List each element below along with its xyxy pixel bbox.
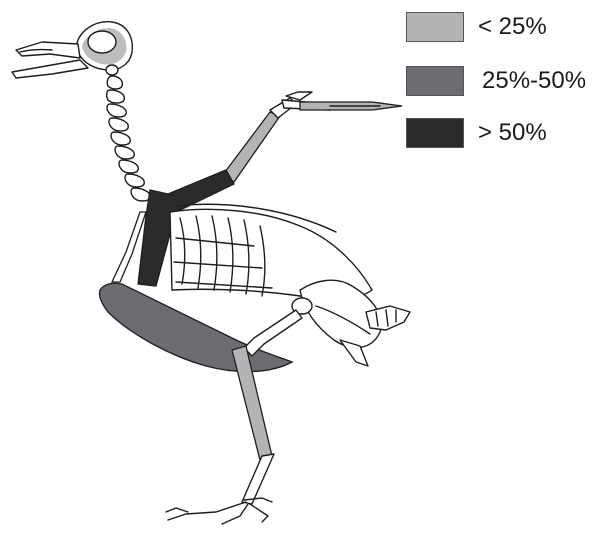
legend: < 25% 25%-50% > 50% (406, 12, 601, 152)
legend-label-high: > 50% (478, 118, 547, 148)
skull (12, 22, 132, 78)
sternum-keel (99, 283, 292, 371)
wing (222, 92, 402, 182)
legend-label-medium: 25%-50% (482, 66, 586, 96)
legend-swatch-medium (406, 66, 464, 96)
legend-item-high: > 50% (406, 118, 601, 150)
pelvis-tail (292, 280, 410, 366)
legend-label-low: < 25% (478, 12, 547, 42)
legend-swatch-high (406, 118, 464, 148)
legend-swatch-low (406, 12, 464, 42)
legend-item-low: < 25% (406, 12, 601, 44)
legend-item-medium: 25%-50% (406, 66, 601, 98)
cervical-vertebrae (107, 76, 151, 201)
